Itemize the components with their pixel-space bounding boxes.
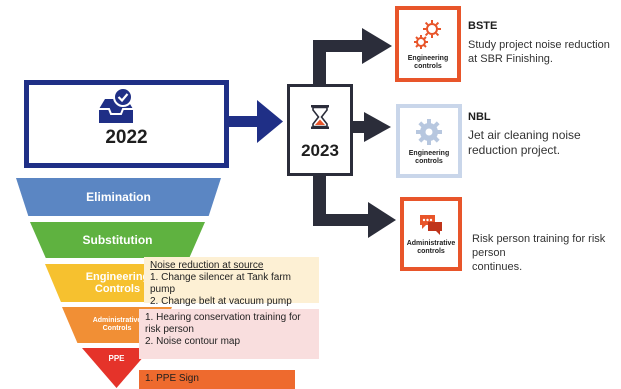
org-description-nbl: Jet air cleaning noise reduction project… <box>468 128 581 157</box>
org-title-nbl: NBL <box>468 111 491 123</box>
arrow-2022-to-2023 <box>229 100 283 143</box>
detail-item: 1. PPE Sign <box>145 373 199 384</box>
hierarchy-elimination: Elimination <box>16 178 221 216</box>
engineering-details: Noise reduction at source 1. Change sile… <box>144 257 319 307</box>
detail-item: 2. Change belt at vacuum pump <box>150 296 292 307</box>
control-type-label: Engineering controls <box>407 54 449 70</box>
detail-item: 1. Hearing conservation training for ris… <box>145 312 301 335</box>
administrative-details: 1. Hearing conservation training for ris… <box>139 309 319 359</box>
administrative-controls-box: Administrative controls <box>400 197 462 271</box>
hierarchy-label: Administrative Controls <box>92 317 142 332</box>
chat-icon <box>420 214 442 235</box>
year-2023-label: 2023 <box>301 141 339 160</box>
hierarchy-substitution: Substitution <box>30 222 205 258</box>
hierarchy-label: PPE <box>108 354 125 363</box>
org-title-bste: BSTE <box>468 20 498 32</box>
year-2022-label: 2022 <box>105 127 148 148</box>
hierarchy-label: Elimination <box>86 190 151 204</box>
control-type-label: Administrative controls <box>406 239 456 255</box>
engineering-controls-box-nbl: Engineering controls <box>396 104 462 178</box>
arrow-2023-branches <box>313 28 396 238</box>
hourglass-icon <box>311 105 329 129</box>
detail-item: 1. Change silencer at Tank farm pump <box>150 272 292 295</box>
ppe-details: 1. PPE Sign <box>139 370 295 389</box>
inbox-check-icon <box>99 87 133 123</box>
org-description-bste: Study project noise reduction at SBR Fin… <box>468 39 610 65</box>
engineering-controls-box-bste: Engineering controls <box>395 6 461 82</box>
detail-heading: Noise reduction at source <box>150 260 264 271</box>
control-type-label: Engineering controls <box>408 149 450 165</box>
gears-icon <box>414 19 441 49</box>
hierarchy-label: Engineering Controls <box>85 271 150 295</box>
detail-item: 2. Noise contour map <box>145 336 241 347</box>
gear-icon <box>416 118 442 145</box>
year-2023-box: 2023 <box>287 84 353 176</box>
hierarchy-label: Substitution <box>82 233 153 247</box>
org-description-admin: Risk person training for risk person con… <box>472 233 606 273</box>
year-2022-box: 2022 <box>24 80 229 168</box>
